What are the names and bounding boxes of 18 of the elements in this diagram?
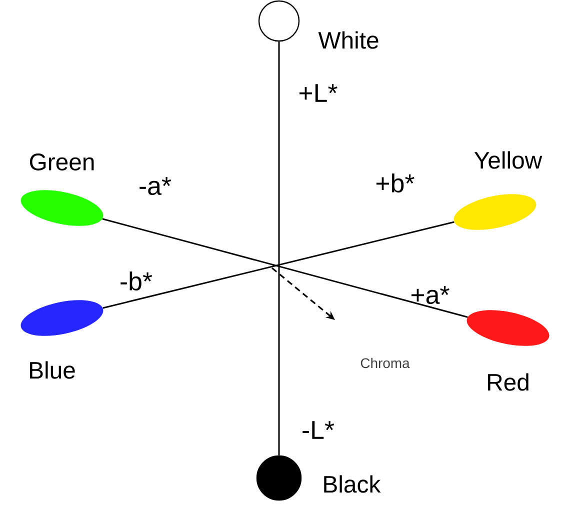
color-name: Yellow	[474, 151, 542, 169]
axis-label: +b*	[376, 173, 414, 192]
direction-label: Chroma	[360, 358, 410, 368]
color-name: Blue	[30, 361, 75, 379]
axis-line	[102, 221, 454, 309]
axis-label: -L*	[302, 421, 334, 439]
circle-marker	[256, 455, 302, 501]
axis-label: +L*	[299, 84, 338, 102]
axis-label: +a*	[411, 286, 450, 304]
color-name: Black	[324, 475, 381, 493]
axis-label: -b*	[120, 271, 152, 290]
axis-line	[102, 218, 468, 318]
axis-label: -a*	[140, 176, 172, 196]
color-name: White	[318, 31, 378, 49]
axis-line	[278, 42, 280, 456]
color-name: Red	[488, 373, 528, 391]
circle-marker	[258, 0, 300, 42]
color-name: Green	[30, 154, 94, 170]
